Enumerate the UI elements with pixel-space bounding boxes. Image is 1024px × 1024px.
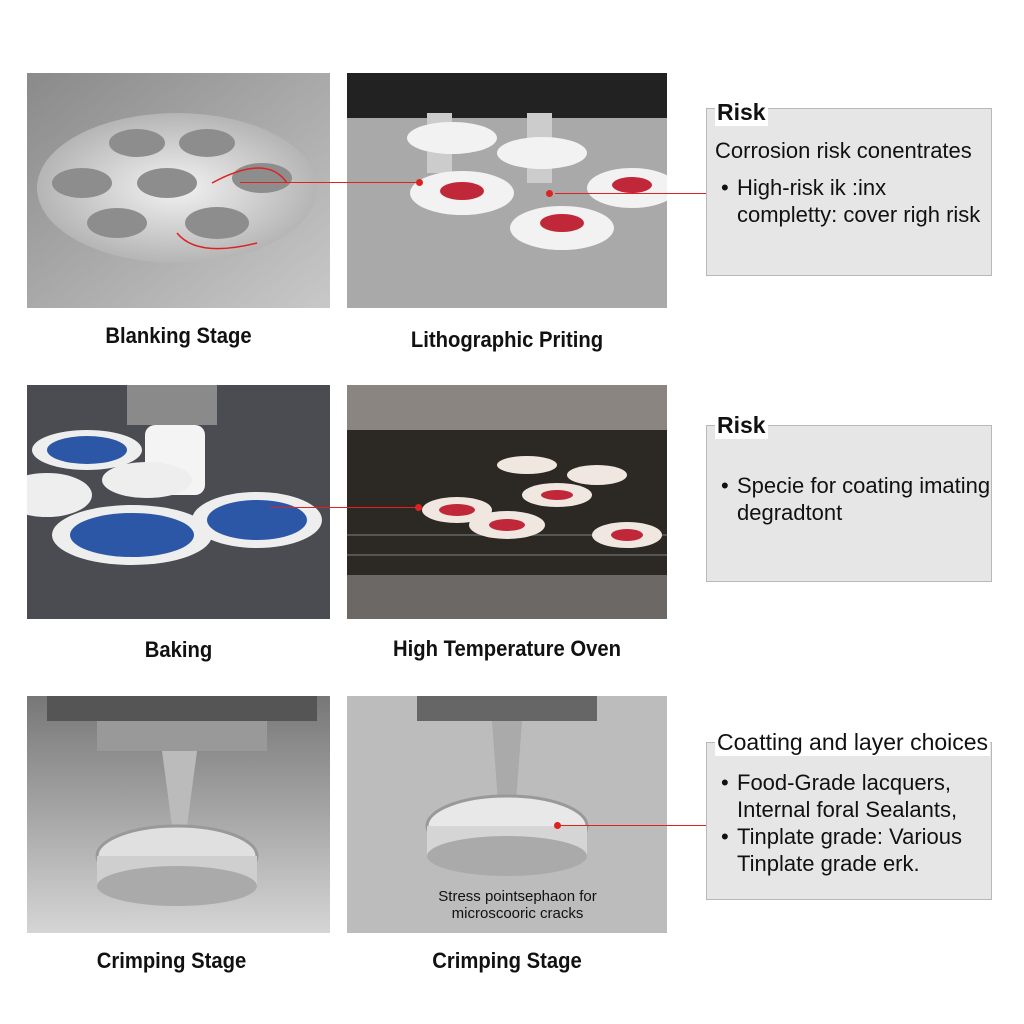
- box-bullet: High-risk ik :inx completty: cover righ …: [721, 174, 991, 228]
- box-bullet: Specie for coating imating degradtont: [721, 472, 991, 526]
- note-line-2: microscooric cracks: [451, 905, 584, 922]
- note-line-1: Stress pointsephaon for: [438, 888, 597, 905]
- caption-litho: Lithographic Priting: [410, 327, 604, 352]
- connector-dot: [415, 504, 422, 511]
- connector-dot: [416, 179, 423, 186]
- box-title: Coatting and layer choices: [715, 729, 991, 756]
- connector-line: [240, 182, 418, 183]
- oven-photo: [347, 385, 667, 619]
- box-intro: Corrosion risk conentrates: [715, 138, 972, 163]
- connector-dot: [546, 190, 553, 197]
- caption-crimping-1: Crimping Stage: [96, 948, 247, 973]
- baking-photo: [27, 385, 330, 619]
- risk-box-2: Risk Specie for coating imating degradto…: [706, 412, 992, 582]
- connector-dot: [554, 822, 561, 829]
- box-title: Risk: [715, 412, 768, 439]
- crimping-photo-2: [347, 696, 667, 933]
- box-bullet: Tinplate grade: Various Tinplate grade e…: [721, 823, 991, 877]
- litho-photo: [347, 73, 667, 308]
- connector-line: [560, 825, 706, 826]
- caption-crimping-2: Crimping Stage: [432, 948, 582, 973]
- crimping-photo-1: [27, 696, 330, 933]
- caption-oven: High Temperature Oven: [393, 636, 621, 661]
- caption-blanking: Blanking Stage: [105, 323, 252, 348]
- box-title: Risk: [715, 99, 768, 126]
- box-bullet: Food-Grade lacquers, Internal foral Seal…: [721, 769, 991, 823]
- risk-box-1: Risk Corrosion risk conentrates High-ris…: [706, 99, 992, 276]
- caption-baking: Baking: [144, 637, 213, 662]
- coating-box: Coatting and layer choices Food-Grade la…: [706, 729, 992, 900]
- blanking-photo: [27, 73, 330, 308]
- connector-line: [270, 507, 420, 508]
- connector-line: [555, 193, 706, 194]
